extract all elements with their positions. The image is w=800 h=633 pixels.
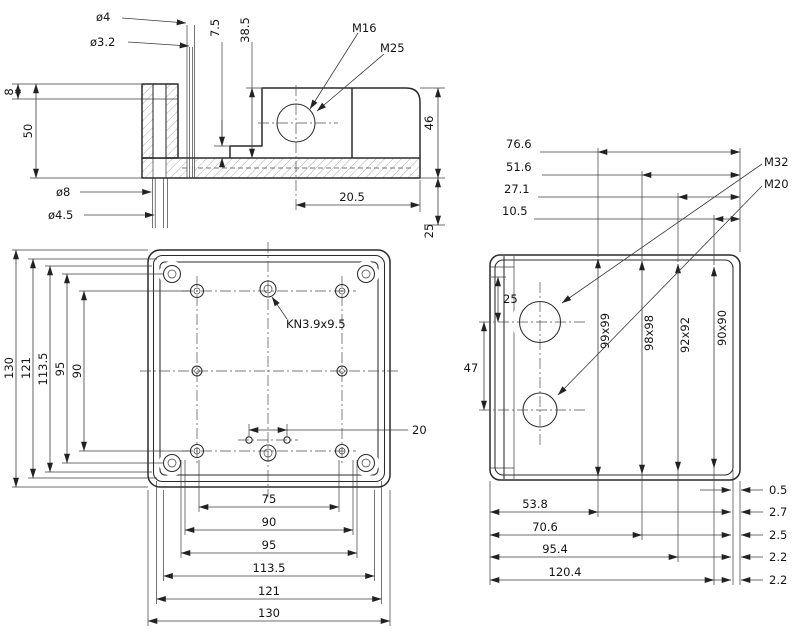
plan-view: 130 121 113.5 95 90 KN3.9x9.5 20 75 90 9… [2, 242, 427, 626]
dim-25-section: 25 [422, 224, 436, 239]
kn-screw-label: KN3.9x9.5 [286, 317, 346, 331]
section-geometry [141, 25, 421, 228]
dim-75-bottom: 75 [262, 492, 277, 506]
thread-m25: M25 [380, 41, 405, 55]
dim-7-5: 7.5 [208, 19, 222, 37]
dim-70-6: 70.6 [532, 520, 558, 534]
section-size-90: 90x90 [715, 310, 729, 346]
dim-20-5: 20.5 [339, 190, 365, 204]
dim-95-bottom: 95 [262, 538, 277, 552]
dim-0-5: 0.5 [769, 483, 787, 497]
section-labels: ø4 ø3.2 7.5 38.5 M16 M25 8 50 ø8 ø4.5 20… [2, 10, 436, 238]
dim-130-left: 130 [2, 357, 16, 379]
box-outer-wall [147, 249, 391, 488]
dim-27-1: 27.1 [504, 182, 530, 196]
dim-dia4-5: ø4.5 [48, 208, 73, 222]
dim-90-left: 90 [70, 364, 84, 379]
corner-screws [159, 261, 379, 476]
dim-113-5-bottom: 113.5 [253, 561, 286, 575]
dim-20: 20 [412, 423, 427, 437]
dim-113-5-left: 113.5 [36, 353, 50, 386]
dim-dia4: ø4 [96, 10, 110, 24]
thread-m20: M20 [764, 177, 789, 191]
box-inner-wall [159, 261, 379, 476]
side-dimensions [481, 148, 763, 585]
section-size-92: 92x92 [678, 317, 692, 353]
dim-2-7: 2.7 [769, 505, 787, 519]
dim-46: 46 [422, 116, 436, 131]
side-inner-outline [494, 259, 734, 476]
dim-76-6: 76.6 [506, 137, 532, 151]
dim-47: 47 [464, 361, 479, 375]
dim-95-left: 95 [53, 362, 67, 377]
dim-120-4: 120.4 [549, 565, 582, 579]
dim-dia3-2: ø3.2 [90, 35, 115, 49]
plan-geometry [140, 242, 398, 497]
dim-130-bottom: 130 [258, 606, 280, 620]
section-size-98: 98x98 [642, 315, 656, 351]
dim-121-bottom: 121 [258, 584, 280, 598]
dim-53-8: 53.8 [522, 497, 548, 511]
mounting-holes [189, 280, 350, 462]
dim-95-4: 95.4 [542, 542, 568, 556]
box-mid-wall [152, 254, 386, 483]
dim-10-5: 10.5 [502, 204, 528, 218]
dim-dia8: ø8 [56, 185, 70, 199]
dim-25-side: 25 [503, 292, 518, 306]
side-labels: 76.6 51.6 27.1 10.5 M32 M20 25 47 99x99 … [464, 137, 789, 587]
side-geometry [479, 254, 741, 481]
screw-boss-outline [141, 83, 179, 159]
section-size-99: 99x99 [598, 313, 612, 349]
thread-m16: M16 [352, 21, 377, 35]
dim-38-5: 38.5 [238, 17, 252, 43]
gland-block-outline [229, 87, 421, 158]
lid-plate-outline [141, 157, 421, 179]
side-outer-outline [489, 254, 741, 481]
dim-90-bottom: 90 [262, 515, 277, 529]
plan-dimensions [12, 249, 408, 626]
section-dimensions [12, 17, 445, 226]
dim-50: 50 [21, 124, 35, 139]
plan-labels: 130 121 113.5 95 90 KN3.9x9.5 20 75 90 9… [2, 317, 427, 620]
section-view: ø4 ø3.2 7.5 38.5 M16 M25 8 50 ø8 ø4.5 20… [2, 10, 445, 238]
dim-8: 8 [2, 88, 16, 95]
dim-121-left: 121 [19, 357, 33, 379]
dim-2-2-a: 2.2 [769, 550, 787, 564]
dim-2-2-b: 2.2 [769, 573, 787, 587]
thread-m32: M32 [764, 155, 789, 169]
dim-2-5: 2.5 [769, 528, 787, 542]
dim-51-6: 51.6 [506, 160, 532, 174]
side-view: 76.6 51.6 27.1 10.5 M32 M20 25 47 99x99 … [464, 137, 789, 587]
